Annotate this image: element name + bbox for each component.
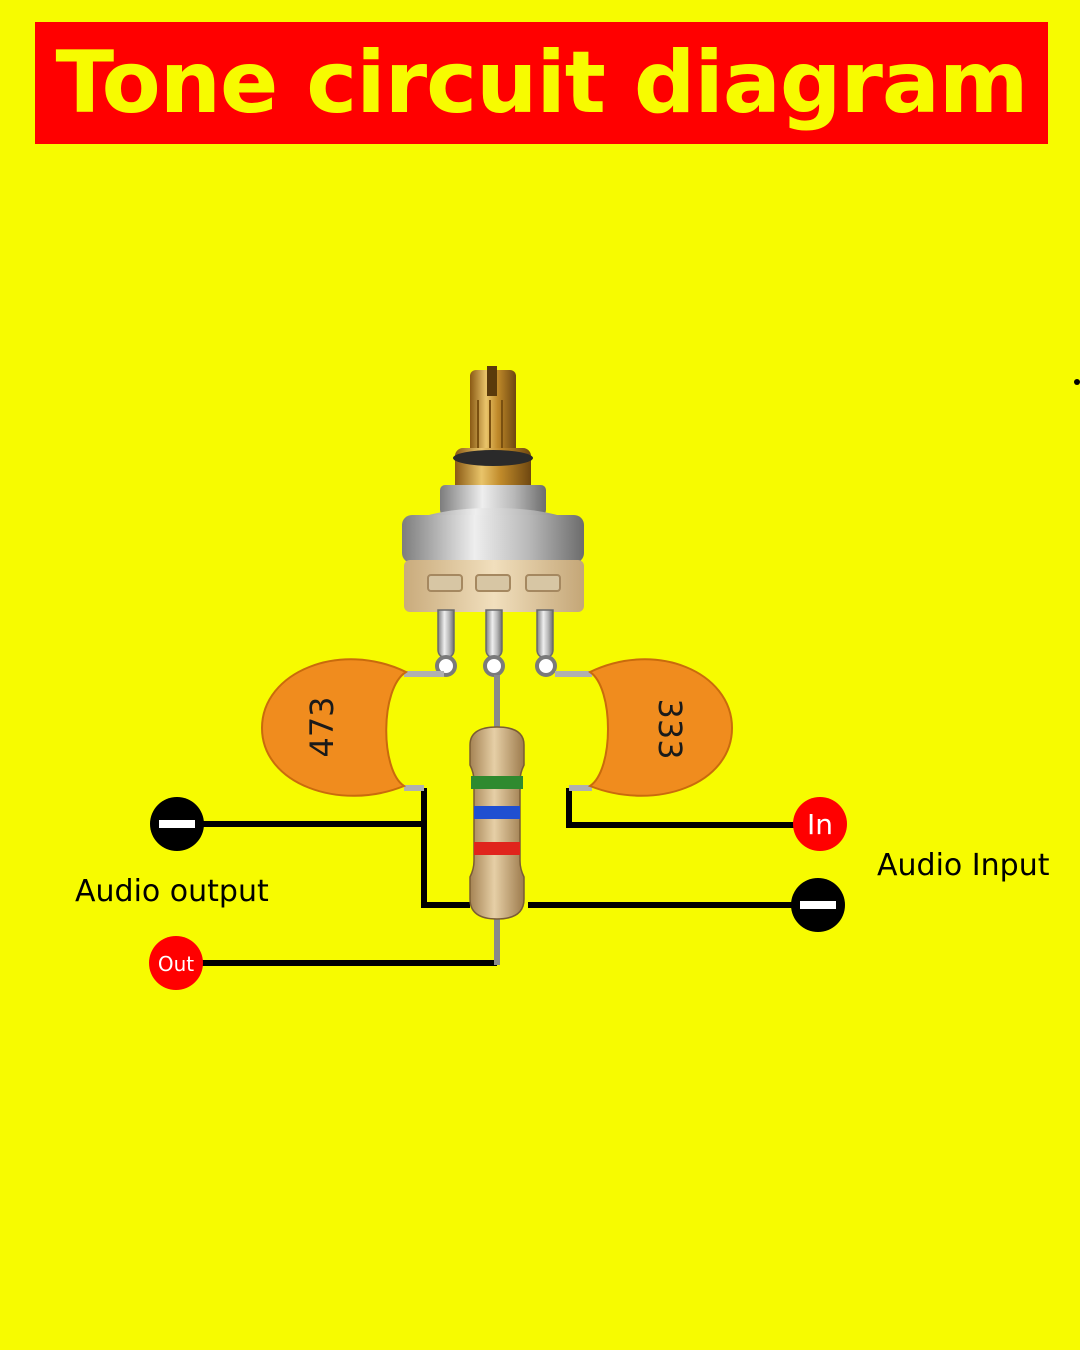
terminal-out-circle <box>149 936 203 990</box>
pot-lug-right-hole <box>535 655 557 677</box>
pot-lugs <box>437 609 554 659</box>
wire-right-cap-to-in <box>566 788 820 828</box>
terminal-out-label: Out <box>158 952 194 976</box>
terminal-in-circle <box>793 797 847 851</box>
pot-lug-left <box>437 609 455 659</box>
resistor-band-blue <box>474 806 520 819</box>
resistor-band-red <box>474 842 520 855</box>
potentiometer <box>402 366 584 677</box>
pot-nut <box>440 485 546 515</box>
ground-terminal-input <box>791 878 845 932</box>
resistor-band-green <box>471 776 523 789</box>
pot-lug-right <box>536 609 554 659</box>
edge-dot <box>1074 379 1080 385</box>
audio-output-label: Audio output <box>75 874 269 909</box>
terminal-in: In <box>793 797 847 851</box>
pot-lug-middle-hole <box>483 655 505 677</box>
pot-lug-left-hole <box>435 655 457 677</box>
wires <box>176 788 820 966</box>
capacitor-right-body <box>587 658 734 797</box>
capacitor-right: 333 <box>555 658 734 797</box>
capacitor-left-body <box>260 658 409 797</box>
resistor <box>469 675 525 965</box>
pot-shaft <box>470 370 516 455</box>
title-banner: Tone circuit diagram <box>35 22 1048 144</box>
capacitor-right-code: 333 <box>651 698 689 759</box>
pot-housing <box>402 515 584 563</box>
audio-input-label: Audio Input <box>877 848 1050 883</box>
wire-left-cap-to-junction <box>421 788 470 908</box>
page-title: Tone circuit diagram <box>55 33 1028 133</box>
ground-terminal-output <box>150 797 204 851</box>
capacitor-left: 473 <box>260 658 444 797</box>
terminal-out: Out <box>149 936 203 990</box>
pot-shaft-slot <box>487 366 497 396</box>
pot-lug-middle <box>485 609 503 659</box>
capacitor-left-code: 473 <box>303 696 341 757</box>
resistor-body <box>469 726 525 920</box>
terminal-in-label: In <box>807 808 833 841</box>
